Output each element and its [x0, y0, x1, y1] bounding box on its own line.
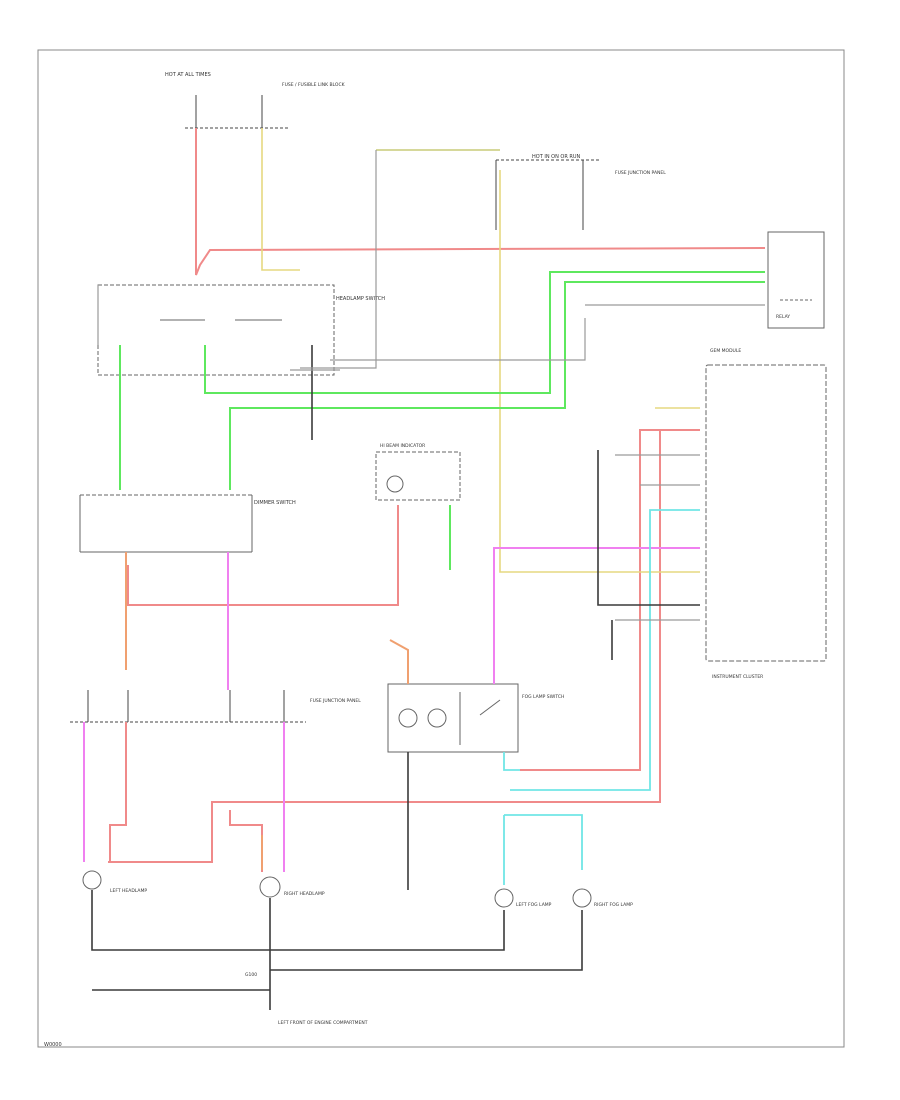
hi-beam-label: HI BEAM INDICATOR	[380, 443, 425, 449]
top-fuse-desc: FUSE / FUSIBLE LINK BLOCK	[282, 82, 346, 88]
left-headlamp-label: LEFT HEADLAMP	[110, 888, 147, 894]
headlamp-switch	[97, 284, 335, 376]
wire-cyan	[503, 509, 700, 885]
bottom-fuse-label: FUSE JUNCTION PANEL	[310, 698, 361, 704]
wire-green	[119, 271, 765, 570]
ground-id: G100	[245, 972, 257, 978]
wire-orange	[125, 552, 409, 870]
right-headlamp-label: RIGHT HEADLAMP	[284, 891, 325, 897]
top-fuse-block	[185, 95, 290, 129]
lamps	[82, 870, 592, 908]
dimmer-switch-label: DIMMER SWITCH	[254, 500, 296, 506]
left-fog-bulb	[494, 888, 514, 908]
bottom-fuse-row	[70, 690, 306, 723]
right-fuse-block	[495, 159, 600, 230]
ground-desc: LEFT FRONT OF ENGINE COMPARTMENT	[278, 1020, 368, 1026]
module-label: GEM MODULE	[710, 348, 741, 354]
wire-gray	[97, 150, 765, 621]
hi-beam-indicator	[375, 451, 461, 501]
headlamp-switch-label: HEADLAMP SWITCH	[336, 296, 385, 302]
right-fog-bulb	[572, 888, 592, 908]
right-fog-label: RIGHT FOG LAMP	[594, 902, 633, 908]
panel-label: INSTRUMENT CLUSTER	[712, 674, 763, 680]
wire-yellow	[261, 128, 700, 573]
wire-pink	[83, 547, 700, 872]
wire-red	[108, 128, 766, 872]
right-fuse-hot-label: HOT IN ON OR RUN	[532, 154, 581, 160]
left-fog-label: LEFT FOG LAMP	[516, 902, 552, 908]
left-headlamp-bulb	[82, 870, 102, 890]
corner-tag: W0000	[44, 1042, 62, 1048]
fog-switch-label: FOG LAMP SWITCH	[522, 694, 564, 700]
wire-dark	[91, 345, 700, 1010]
right-headlamp-bulb	[259, 876, 281, 898]
relay-box	[767, 231, 825, 329]
right-fuse-desc: FUSE JUNCTION PANEL	[615, 170, 666, 176]
diagram-frame	[37, 49, 845, 1048]
top-fuse-hot-label: HOT AT ALL TIMES	[165, 72, 211, 78]
fog-switch-box	[387, 683, 519, 753]
gem-module	[705, 364, 827, 662]
relay-label: RELAY	[776, 314, 790, 320]
dimmer-switch	[79, 494, 253, 553]
